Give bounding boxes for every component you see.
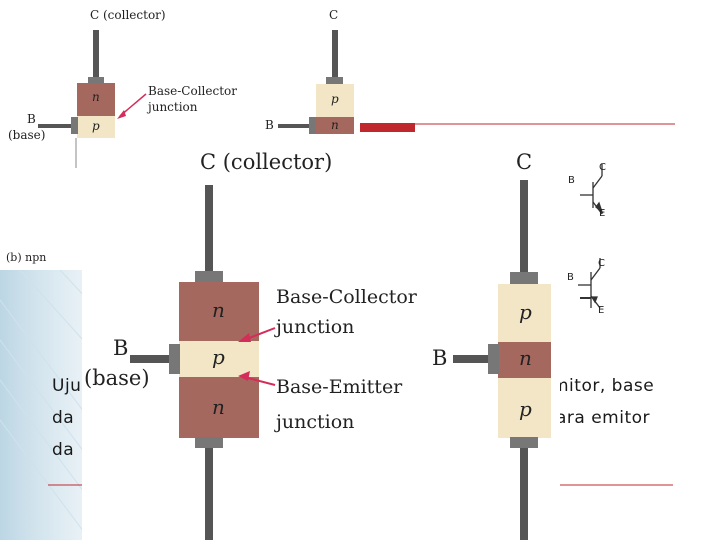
small-npn-base-layer	[77, 116, 115, 138]
body-text-line1-right: mitor, base	[552, 376, 655, 396]
npn-symbol-c: C	[599, 162, 606, 173]
large-npn-be-junction-line1: Base-Emitter	[276, 376, 403, 398]
small-npn-layer-n: n	[92, 90, 100, 104]
figure-caption: (b) npn	[6, 251, 47, 264]
small-npn-collector-label: C (collector)	[90, 8, 166, 22]
large-npn-emitter-layer	[179, 377, 259, 438]
small-pnp-collector-layer	[316, 84, 354, 117]
body-text-line2-left: da	[52, 408, 75, 428]
large-pnp-layer-p-bottom: p	[519, 397, 532, 421]
large-npn-base-layer	[179, 341, 259, 377]
large-npn-collector-layer	[179, 282, 259, 341]
small-pnp-base-layer	[316, 117, 354, 134]
large-pnp-base-label: B	[432, 346, 448, 370]
large-npn-be-junction-line2: junction	[276, 411, 355, 433]
npn-symbol-b: B	[568, 175, 575, 186]
accent-red-block	[360, 123, 415, 132]
large-npn-bc-junction-line2: junction	[276, 316, 355, 338]
small-npn-layer-p: p	[92, 119, 100, 133]
large-diagram-panel	[82, 138, 560, 540]
body-text-line3-left: da	[52, 440, 75, 460]
small-npn-base-label: B	[27, 112, 36, 126]
large-pnp-emitter-layer	[498, 378, 551, 438]
npn-symbol-icon	[580, 164, 604, 215]
large-pnp-emitter-lead	[520, 448, 528, 540]
large-pnp-layer-p-top: p	[519, 300, 532, 324]
pnp-symbol-b: B	[567, 272, 574, 283]
large-npn-emitter-lead	[205, 448, 213, 540]
large-pnp-collector-label: C	[516, 150, 533, 174]
small-npn-collector-layer	[77, 83, 115, 116]
large-npn-base-label: B	[113, 336, 129, 360]
large-npn-layer-n-bottom: n	[212, 395, 225, 419]
small-pnp-collector-label: C	[329, 8, 339, 22]
large-npn-layer-n-top: n	[212, 298, 225, 322]
small-pnp-layer-n: n	[331, 118, 339, 132]
npn-symbol-e: E	[599, 208, 606, 219]
large-pnp-base-lead	[453, 355, 489, 363]
body-text-line2-right: ara emitor	[556, 408, 651, 428]
large-npn-layer-p: p	[212, 345, 225, 369]
small-npn-junction-line2: junction	[148, 100, 198, 114]
body-text-line1-left: Uju	[52, 376, 82, 396]
small-npn-junction-line1: Base-Collector	[148, 84, 237, 98]
pnp-symbol-c: C	[598, 258, 605, 269]
large-pnp-collector-layer	[498, 284, 551, 342]
large-npn-collector-lead	[205, 185, 213, 272]
large-npn-base-lead	[130, 355, 170, 363]
large-npn-be-arrow	[243, 376, 276, 386]
large-pnp-collector-lead	[520, 180, 528, 273]
small-pnp-base-label: B	[265, 118, 274, 132]
large-npn-bc-junction-line1: Base-Collector	[276, 286, 417, 308]
small-pnp-layer-p: p	[331, 92, 339, 106]
large-pnp-layer-n: n	[519, 346, 532, 370]
large-npn-base-sub: (base)	[84, 366, 150, 390]
large-pnp-base-layer	[498, 342, 551, 378]
pnp-symbol-icon	[578, 258, 601, 309]
large-npn-collector-label: C (collector)	[200, 150, 333, 174]
small-npn-base-sub: (base)	[8, 128, 46, 142]
pnp-symbol-e: E	[598, 305, 605, 316]
